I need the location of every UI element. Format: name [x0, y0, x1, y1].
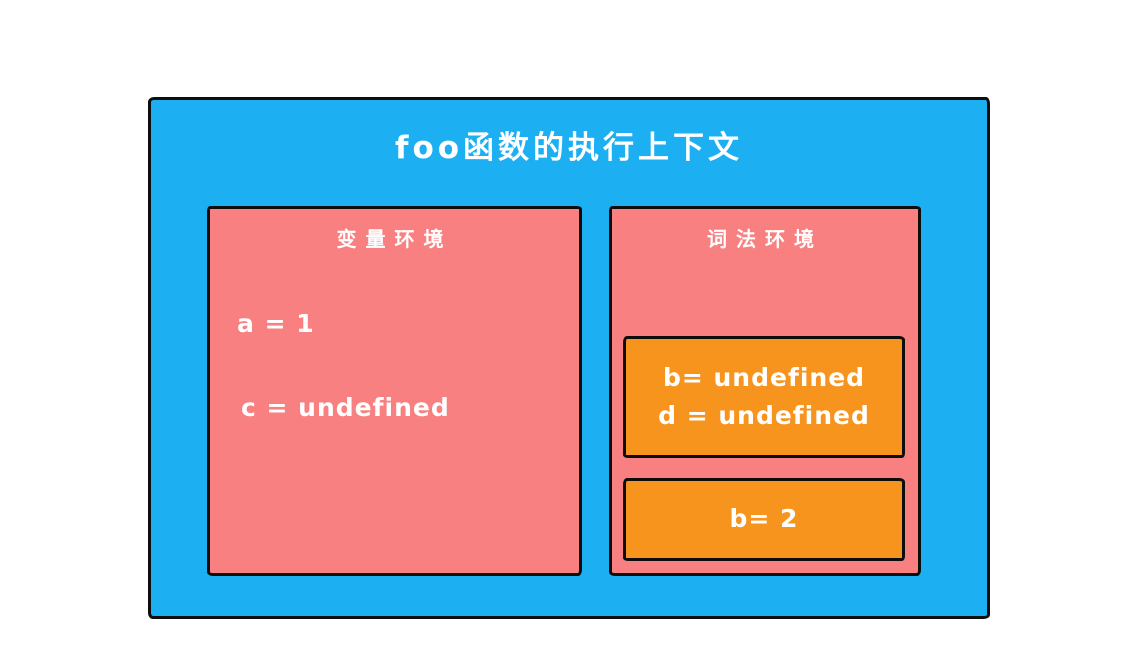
lexical-entry-b-2: b= 2	[729, 504, 799, 534]
lexical-block-top: b= undefined d = undefined	[623, 336, 905, 458]
lexical-environment-label: 词法环境	[707, 227, 823, 251]
variable-entry-c: c = undefined	[241, 393, 450, 422]
variable-environment-box: 变量环境 a = 1 c = undefined	[207, 206, 582, 576]
lexical-environment-box: 词法环境 b= undefined d = undefined b= 2	[609, 206, 921, 576]
lexical-entry-d-undefined: d = undefined	[658, 400, 870, 430]
lexical-entry-b-undefined: b= undefined	[662, 363, 866, 392]
execution-context-box: foo函数的执行上下文 变量环境 a = 1 c = undefined 词法环…	[148, 97, 990, 619]
variable-entry-a: a = 1	[237, 309, 315, 338]
variable-environment-label: 变量环境	[336, 227, 453, 251]
lexical-block-bottom: b= 2	[623, 478, 905, 561]
diagram-title: foo函数的执行上下文	[394, 130, 744, 166]
